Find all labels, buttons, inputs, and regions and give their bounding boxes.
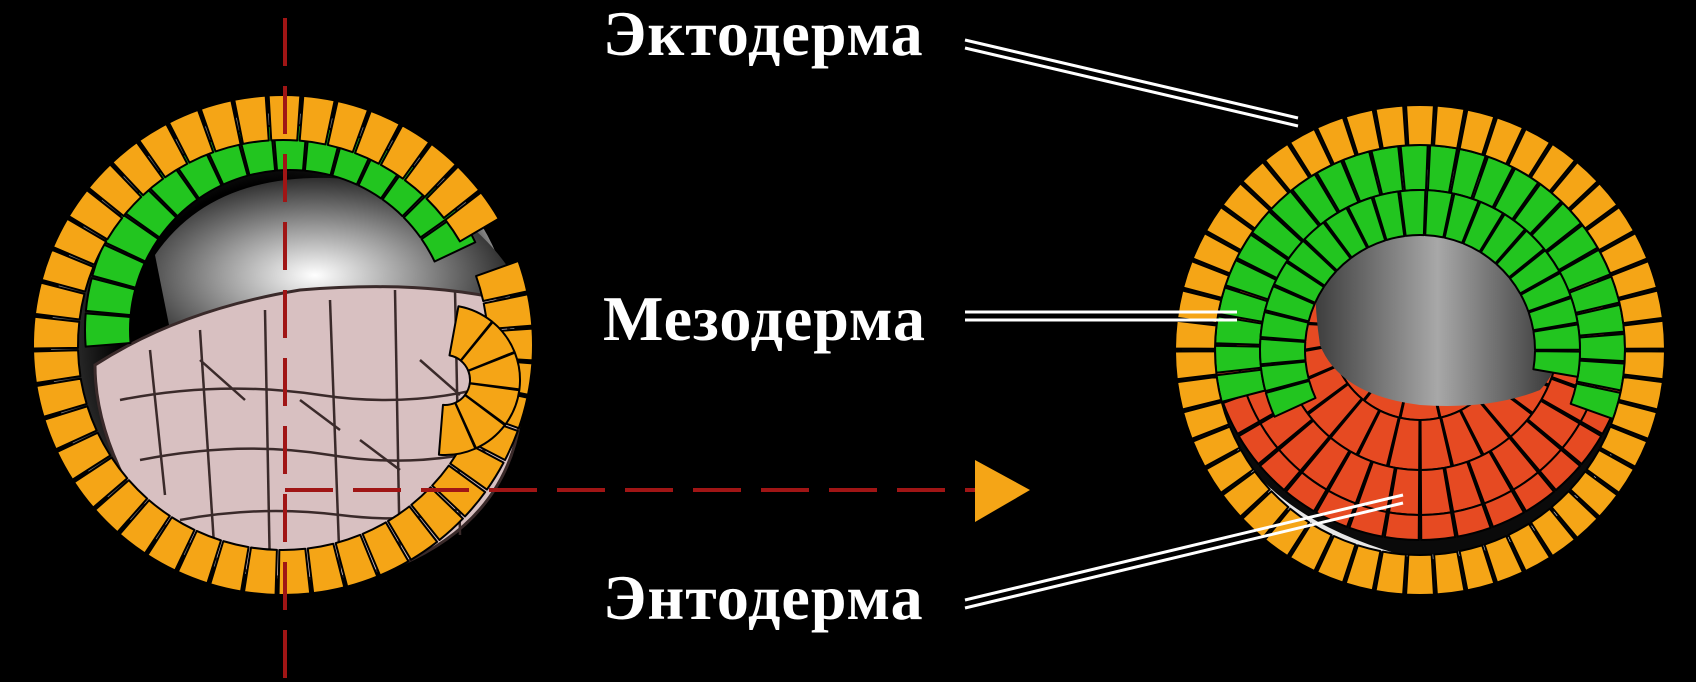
ectoderm-cell [33, 350, 80, 383]
endoderm-cell [1385, 512, 1419, 540]
mesoderm-cell [1400, 190, 1425, 236]
ectoderm-cell [33, 317, 79, 349]
ectoderm-pointer [965, 40, 1298, 126]
ectoderm-cell [1624, 321, 1665, 349]
ectoderm-label: Эктодерма [603, 2, 924, 66]
ectoderm-cell [1175, 321, 1216, 349]
ectoderm-cell [1175, 351, 1216, 379]
ectoderm-cell [1406, 105, 1434, 145]
mesoderm-label: Мезодерма [603, 287, 926, 351]
endoderm-label: Энтодерма [603, 566, 924, 630]
ectoderm-cell [1624, 351, 1665, 379]
ectoderm-cell [1406, 555, 1434, 595]
mesoderm-cell [1260, 339, 1305, 364]
mesoderm-cell [1215, 346, 1261, 373]
mesoderm-cell [1580, 334, 1625, 361]
mesoderm-cell [1401, 145, 1428, 191]
arrow-head-icon [975, 460, 1030, 522]
right-embryo [1175, 105, 1665, 595]
ectoderm-cell [244, 547, 277, 594]
mesoderm-cell [85, 313, 131, 346]
endoderm-cell [1421, 512, 1455, 540]
